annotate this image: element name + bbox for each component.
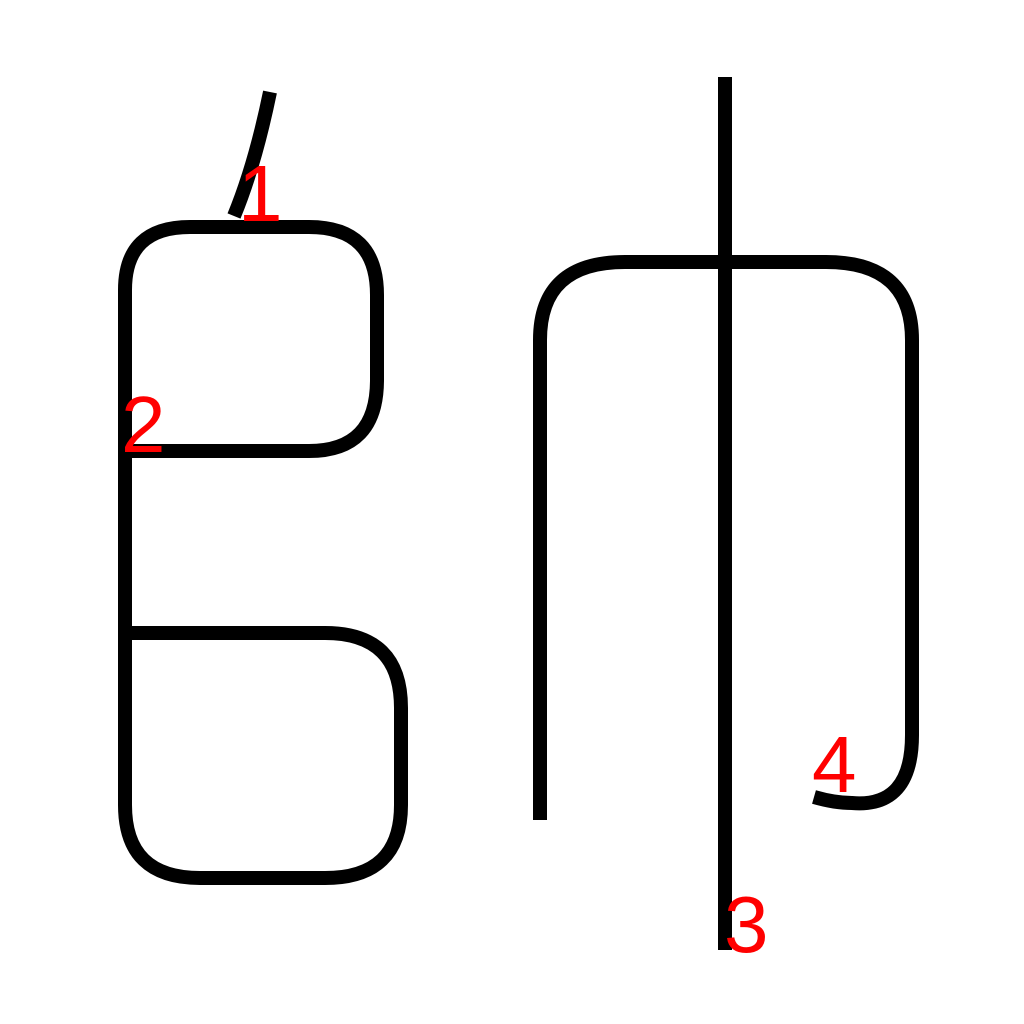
- stroke-2-path: [118, 220, 408, 885]
- stroke-4-path: [533, 255, 919, 820]
- stroke-number-3: 3: [724, 880, 769, 969]
- stroke-number-2: 2: [121, 380, 166, 469]
- stroke-number-4: 4: [812, 720, 857, 809]
- stroke-1-path: [227, 90, 277, 219]
- stroke-number-1: 1: [238, 149, 283, 238]
